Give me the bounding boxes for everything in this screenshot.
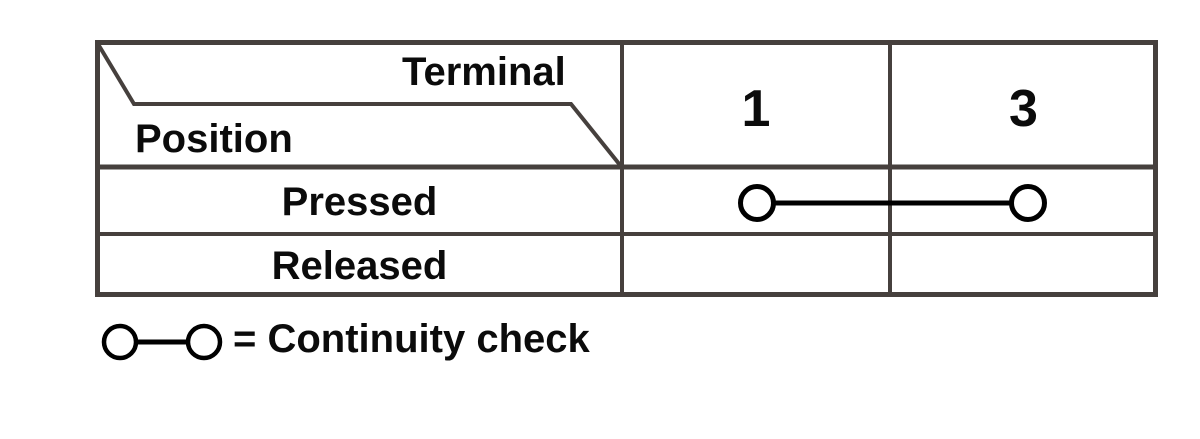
column-header-terminal-3: 3: [1009, 79, 1038, 138]
continuity-symbol-pressed: [738, 184, 1047, 222]
legend-contact-circle-left: [101, 323, 139, 361]
legend-continuity-symbol: [101, 323, 223, 361]
row-label-pressed: Pressed: [281, 179, 438, 224]
row-label-released: Released: [271, 243, 448, 288]
legend-contact-circle-right: [185, 323, 223, 361]
corner-position-label: Position: [135, 117, 293, 161]
corner-terminal-label: Terminal: [402, 50, 566, 94]
column-header-terminal-1: 1: [741, 79, 771, 138]
table-grid: [95, 40, 1158, 297]
legend-text: = Continuity check: [233, 317, 590, 361]
header-diagonal-divider: [96, 42, 622, 167]
terminal-1-contact-circle: [738, 184, 776, 222]
terminal-3-contact-circle: [1009, 184, 1047, 222]
